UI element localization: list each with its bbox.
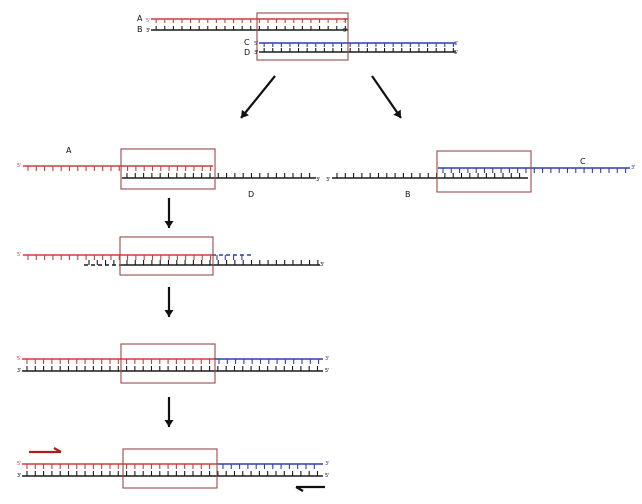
end-final-top-3: 3'	[325, 461, 330, 467]
right-overlap-box	[436, 150, 532, 193]
end-top-a-5: 5'	[146, 18, 151, 24]
ds-top-red	[22, 358, 214, 364]
final-top-red	[22, 463, 218, 469]
label-right-b: B	[405, 190, 411, 199]
ds-top-blue	[214, 358, 323, 364]
end-top-b-5: 5'	[343, 28, 348, 34]
top-strand-d	[259, 48, 456, 53]
arrow-down-2-head	[164, 310, 174, 317]
end-top-c-5: 5'	[254, 41, 259, 47]
arrow-to-right-shaft	[371, 75, 402, 119]
top-strand-a	[151, 18, 348, 23]
forward-primer-arrow-barb	[53, 447, 62, 453]
arrow-to-right	[371, 75, 402, 119]
ext-strand-d	[122, 260, 320, 266]
end-top-b-3: 3'	[146, 28, 151, 34]
right-strand-b	[332, 173, 528, 179]
label-left-a: A	[66, 146, 72, 155]
left-strand-d	[122, 173, 316, 179]
end-final-top-5: 5'	[17, 461, 22, 467]
end-left-d-3: 3'	[316, 177, 321, 183]
arrow-down-1-head	[164, 221, 174, 228]
final-overlap-box	[122, 448, 218, 489]
arrow-to-right-head	[393, 109, 401, 118]
end-final-bottom-5: 5'	[325, 473, 330, 479]
ds-bottom	[22, 366, 323, 372]
label-right-c: C	[580, 157, 586, 166]
reverse-primer-arrow	[295, 485, 325, 492]
right-strand-c	[438, 167, 630, 173]
end-right-b-3: 3'	[326, 177, 331, 183]
label-top-a: A	[137, 14, 143, 23]
ds-overlap-box	[120, 343, 216, 384]
ext-strand-a	[23, 254, 212, 260]
end-ds-bottom-3: 3'	[17, 368, 22, 374]
end-left-a-5: 5'	[17, 163, 22, 169]
end-ds-top-3: 3'	[325, 356, 330, 362]
ext-strand-d-extension	[84, 260, 122, 266]
strands-layer	[22, 18, 630, 477]
arrow-down-1	[164, 198, 174, 228]
top-overlap-box	[256, 12, 349, 61]
end-top-d-5: 5'	[454, 50, 459, 56]
arrow-down-3-head	[164, 420, 174, 427]
ext-overlap-box	[119, 236, 214, 276]
top-strand-c	[259, 42, 456, 47]
final-top-blue	[218, 463, 323, 469]
end-right-c-3: 3'	[631, 165, 636, 171]
end-top-d-3: 3'	[254, 50, 259, 56]
left-strand-a	[23, 165, 213, 171]
arrow-down-2	[164, 287, 174, 317]
end-ext-d-3: 3'	[320, 262, 325, 268]
final-bottom	[22, 471, 323, 477]
left-overlap-box	[120, 148, 216, 190]
label-left-d: D	[248, 190, 254, 199]
reverse-primer-arrow-barb	[295, 486, 304, 492]
end-top-a-3: 3'	[343, 18, 348, 24]
label-top-c: C	[244, 38, 250, 47]
labels-layer: A B C D 5' 3' 3' 5' 5' 3' 3' 5' A D 5' 3…	[17, 14, 636, 479]
top-strand-b	[151, 26, 348, 31]
end-final-bottom-3: 3'	[17, 473, 22, 479]
forward-primer-arrow	[29, 447, 62, 454]
end-top-c-3: 3'	[454, 41, 459, 47]
overlap-boxes-layer	[119, 12, 532, 489]
arrows-layer	[29, 75, 402, 492]
end-ext-a-5: 5'	[17, 252, 22, 258]
label-top-b: B	[137, 25, 143, 34]
arrow-to-left	[240, 75, 276, 119]
ext-strand-a-extension	[212, 254, 251, 260]
end-ds-top-5: 5'	[17, 356, 22, 362]
arrow-to-left-head	[241, 109, 249, 118]
label-top-d: D	[244, 48, 250, 57]
arrow-to-left-shaft	[240, 75, 276, 119]
end-ds-bottom-5: 5'	[325, 368, 330, 374]
arrow-down-3	[164, 397, 174, 427]
